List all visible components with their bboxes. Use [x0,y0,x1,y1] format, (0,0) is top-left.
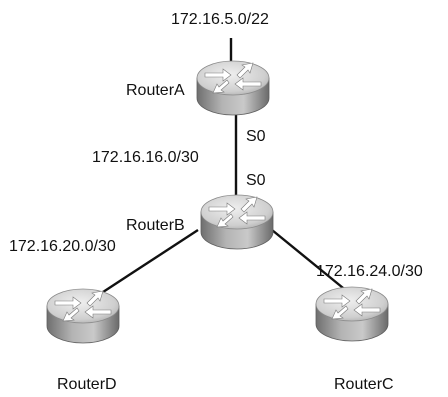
label-routerA: RouterA [126,82,185,99]
routerD-icon [46,288,120,344]
label-routerC: RouterC [334,376,394,393]
label-ab-link: 172.16.16.0/30 [92,149,199,166]
label-routerD: RouterD [57,376,117,393]
link-b-d [99,228,199,296]
label-routerB: RouterB [126,217,185,234]
label-routerA-s0: S0 [246,128,266,145]
label-bc-link: 172.16.24.0/30 [316,263,423,280]
routerA-icon [196,60,270,116]
routerB-icon [200,194,274,250]
label-routerA-lan: 172.16.5.0/22 [171,11,269,28]
label-routerB-s0: S0 [246,172,266,189]
routerC-icon [315,286,389,342]
link-b-c [271,229,349,293]
label-bd-link: 172.16.20.0/30 [9,238,116,255]
